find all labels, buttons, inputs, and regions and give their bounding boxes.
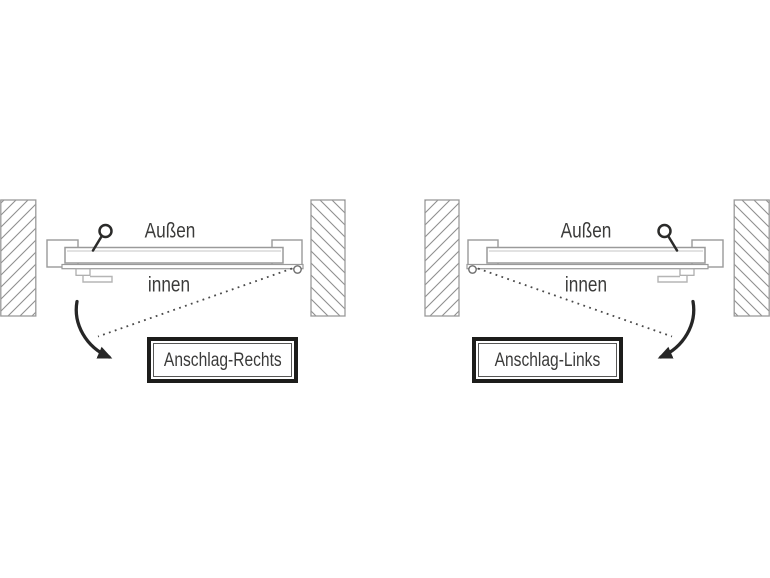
inside-label-left-panel: innen xyxy=(147,273,191,297)
outside-label-right-panel: Außen xyxy=(560,219,612,243)
anschlag-links-box: Anschlag-Links xyxy=(472,337,623,383)
anschlag-rechts-box-inner: Anschlag-Rechts xyxy=(153,343,292,377)
anschlag-rechts-box: Anschlag-Rechts xyxy=(147,337,298,383)
outside-label-left-panel: Außen xyxy=(144,219,196,243)
anschlag-links-label: Anschlag-Links xyxy=(494,349,601,371)
inside-label-right-panel: innen xyxy=(564,273,608,297)
anschlag-rechts-label: Anschlag-Rechts xyxy=(163,349,282,371)
anschlag-links-box-inner: Anschlag-Links xyxy=(478,343,617,377)
